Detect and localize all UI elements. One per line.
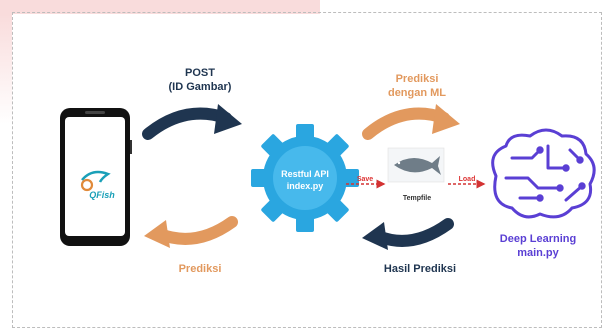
- prediksi-ml-label-2: dengan ML: [387, 87, 447, 99]
- decorative-band: [0, 0, 320, 14]
- post-label: POST: [185, 67, 215, 79]
- prediksi-return-arrow: [144, 216, 238, 248]
- restful-api-gear-icon: [251, 124, 359, 232]
- load-label: Load: [458, 176, 476, 183]
- qfish-logo-text: QFish: [89, 190, 115, 200]
- fish-image: [387, 147, 445, 183]
- api-label-1: Restful API: [281, 169, 329, 179]
- save-label: Save: [356, 176, 374, 183]
- api-label-2: index.py: [286, 181, 324, 191]
- smartphone-icon: [60, 108, 132, 246]
- post-sub-label: (ID Gambar): [168, 81, 232, 93]
- post-arrow: [142, 104, 242, 140]
- hasil-prediksi-label: Hasil Prediksi: [383, 263, 457, 275]
- prediksi-ml-label-1: Prediksi: [395, 73, 439, 85]
- prediksi-bottom-label: Prediksi: [178, 263, 222, 275]
- prediksi-ml-arrow: [362, 104, 460, 140]
- qfish-logo-icon: [80, 170, 111, 192]
- tempfile-label: Tempfile: [402, 195, 432, 202]
- diagram-frame: [12, 12, 602, 328]
- deep-learning-label-1: Deep Learning: [499, 233, 577, 245]
- deep-learning-brain-icon: [491, 128, 596, 219]
- hasil-prediksi-arrow: [362, 218, 454, 250]
- deep-learning-label-2: main.py: [517, 247, 559, 259]
- decorative-band-side: [0, 14, 12, 124]
